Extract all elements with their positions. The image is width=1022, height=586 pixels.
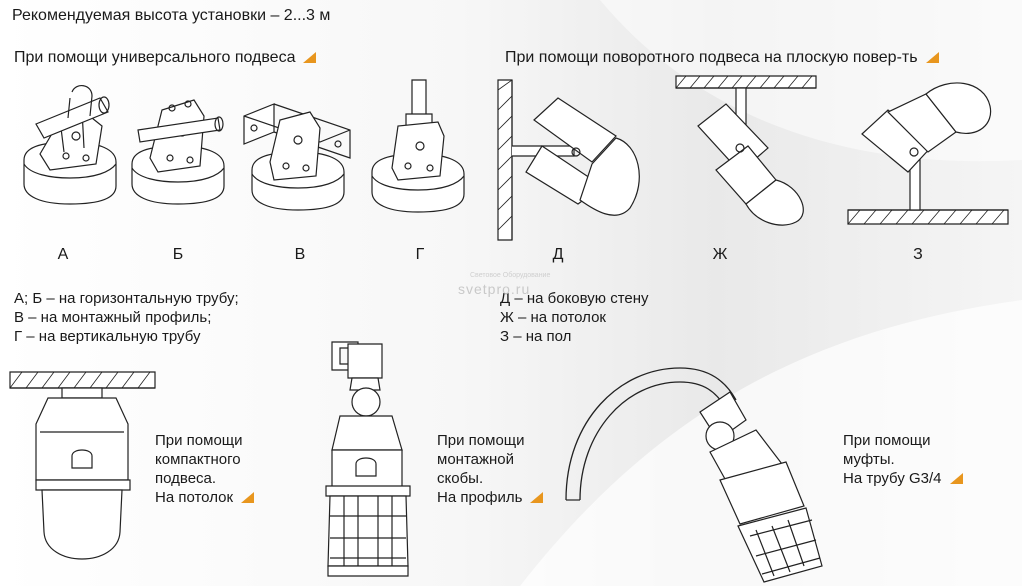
legend-right-line: Ж – на потолок: [500, 309, 606, 326]
compact-caption-target: На потолок: [155, 489, 234, 506]
bracket-caption-target: На профиль: [437, 489, 523, 506]
coupling-caption-line: муфты.: [843, 451, 895, 468]
bracket-caption-line: скобы.: [437, 470, 484, 487]
orange-triangle-icon: [303, 52, 317, 63]
coupling-pipe-drawing: [560, 360, 830, 582]
coupling-caption-line: На трубу G3/4: [843, 469, 963, 488]
legend-left: А; Б – на горизонтальную трубу; В – на м…: [14, 289, 239, 346]
figure-a-horizontal-pipe-drawing: [20, 78, 120, 208]
universal-mount-label: При помощи универсального подвеса: [14, 49, 296, 66]
figure-b-horizontal-pipe-drawing: [128, 86, 228, 208]
legend-right-line: З – на пол: [500, 328, 572, 345]
compact-suspension-drawing: [10, 372, 155, 582]
figure-g-vertical-pipe-drawing: [368, 78, 468, 218]
coupling-caption-line: При помощи: [843, 432, 931, 449]
orange-triangle-icon: [925, 52, 939, 63]
swivel-mount-label: При помощи поворотного подвеса на плоску…: [505, 49, 918, 66]
figure-v-mounting-profile-drawing: [240, 90, 358, 218]
coupling-caption: При помощи муфты. На трубу G3/4: [843, 431, 963, 488]
figure-label-d: Д: [552, 246, 564, 263]
figure-zh-ceiling-drawing: [676, 76, 816, 226]
figure-label-a: А: [57, 246, 69, 263]
legend-right: Д – на боковую стену Ж – на потолок З – …: [500, 289, 649, 346]
bracket-caption-line: На профиль: [437, 488, 544, 507]
mounting-bracket-drawing: [318, 338, 418, 582]
compact-caption-line: На потолок: [155, 488, 255, 507]
figure-label-g: Г: [415, 246, 425, 263]
legend-left-line: А; Б – на горизонтальную трубу;: [14, 290, 239, 307]
swivel-mount-heading: При помощи поворотного подвеса на плоску…: [505, 48, 939, 67]
watermark-small: Световое Оборудование: [470, 272, 551, 279]
compact-caption-line: компактного: [155, 451, 241, 468]
mount-height-note: Рекомендуемая высота установки – 2...3 м: [12, 7, 331, 24]
legend-right-line: Д – на боковую стену: [500, 290, 649, 307]
universal-mount-heading: При помощи универсального подвеса: [14, 48, 317, 67]
orange-triangle-icon: [241, 492, 255, 503]
bracket-caption-line: монтажной: [437, 451, 515, 468]
orange-triangle-icon: [949, 473, 963, 484]
legend-left-line: Г – на вертикальную трубу: [14, 328, 201, 345]
watermark-large: svetpro.ru: [458, 281, 531, 297]
bracket-caption: При помощи монтажной скобы. На профиль: [437, 431, 544, 507]
orange-triangle-icon: [530, 492, 544, 503]
figure-d-side-wall-drawing: [498, 80, 648, 240]
figure-label-b: Б: [172, 246, 184, 263]
compact-caption: При помощи компактного подвеса. На потол…: [155, 431, 255, 507]
compact-caption-line: подвеса.: [155, 470, 217, 487]
compact-caption-line: При помощи: [155, 432, 243, 449]
figure-label-z: З: [913, 246, 923, 263]
figure-label-zh: Ж: [712, 246, 728, 263]
coupling-caption-target: На трубу G3/4: [843, 470, 942, 487]
figure-label-v: В: [294, 246, 306, 263]
bracket-caption-line: При помощи: [437, 432, 525, 449]
figure-z-floor-drawing: [848, 72, 1008, 232]
legend-left-line: В – на монтажный профиль;: [14, 309, 212, 326]
